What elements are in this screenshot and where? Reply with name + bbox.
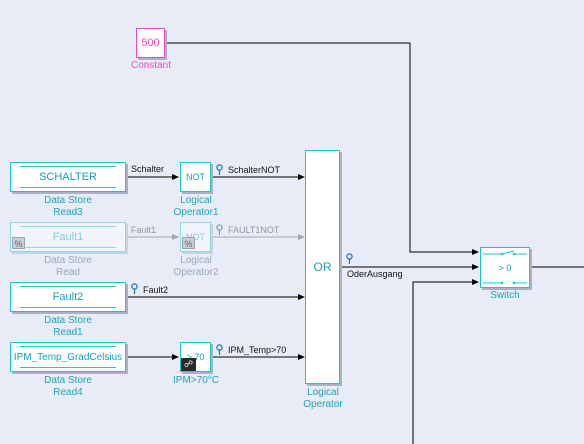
switch-name: Switch	[490, 290, 520, 301]
compare-label: > 70	[186, 352, 205, 362]
signal-fault2: Fault2	[143, 285, 169, 295]
logical-operator1-label: NOT	[186, 172, 205, 182]
signal-fault1: Fault1	[131, 225, 157, 235]
probe-icon[interactable]	[216, 344, 223, 355]
probe-icon[interactable]	[216, 164, 223, 175]
probe-icon[interactable]	[346, 253, 353, 264]
constant-value: 500	[141, 37, 160, 49]
wire-constant-to-switch	[167, 42, 479, 255]
library-link-icon: ☍	[181, 358, 196, 371]
data-store-read-label: Fault1	[52, 231, 84, 243]
data-store-read4-label: IPM_Temp_GradCelsius	[13, 351, 123, 363]
signal-schalter: Schalter	[131, 164, 165, 174]
data-store-read1-block[interactable]: Fault2	[10, 282, 126, 312]
switch-symbol-icon	[483, 250, 527, 285]
data-store-read-block[interactable]: Fault1	[10, 222, 126, 252]
data-store-read3-block[interactable]: SCHALTER	[10, 162, 126, 192]
constant-name: Constant	[130, 60, 172, 71]
wire-in3-to-switch	[412, 279, 479, 444]
switch-block[interactable]: > 0	[480, 247, 530, 288]
probe-icon[interactable]	[131, 283, 138, 294]
probe-icon[interactable]	[216, 224, 223, 235]
constant-block[interactable]: 500	[136, 28, 165, 58]
logical-operator-block[interactable]: OR	[305, 150, 340, 384]
commented-out-icon: %	[182, 237, 195, 249]
compare-name: IPM>70°C	[173, 375, 219, 386]
signal-oderausgang: OderAusgang	[347, 269, 403, 279]
switch-criteria-label: > 0	[498, 262, 512, 273]
data-store-read3-label: SCHALTER	[39, 171, 97, 183]
commented-out-icon: %	[12, 237, 25, 249]
logical-operator1-block[interactable]: NOT	[180, 162, 211, 192]
logical-operator2-label: NOT	[186, 232, 205, 242]
data-store-read4-block[interactable]: IPM_Temp_GradCelsius	[10, 342, 126, 372]
signal-ipm-temp: IPM_Temp>70	[228, 345, 287, 355]
signal-schalternot: SchalterNOT	[228, 165, 281, 175]
logical-operator-label: OR	[313, 260, 332, 274]
data-store-read1-label: Fault2	[52, 291, 84, 303]
signal-fault1not: FAULT1NOT	[228, 225, 280, 235]
